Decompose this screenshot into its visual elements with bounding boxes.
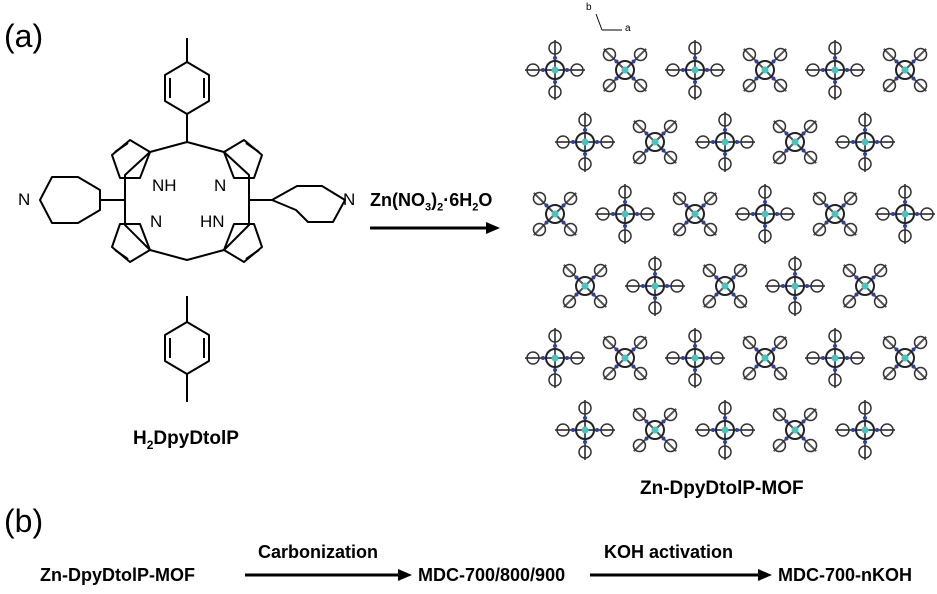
mof-node (665, 40, 725, 100)
mof-node (805, 328, 865, 388)
mof-node (765, 256, 825, 316)
mof-node (602, 47, 648, 93)
mof-node (695, 112, 755, 172)
molecule-name: H2DpyDtolP (133, 428, 239, 452)
mof-node (632, 407, 678, 453)
atom-hn-bottom: HN (200, 212, 225, 232)
panel-b-label: (b) (4, 503, 44, 539)
mof-node (562, 263, 608, 309)
mof-node (772, 407, 818, 453)
scheme-step2-label: KOH activation (604, 542, 734, 562)
mof-node (595, 184, 655, 244)
reagent-label: Zn(NO3)2·6H2O (370, 190, 493, 214)
panel-a-label: (a) (4, 18, 44, 54)
mof-node (632, 119, 678, 165)
mof-node (695, 400, 755, 460)
mof-node (882, 335, 928, 381)
mof-node (525, 328, 585, 388)
scheme-start: Zn-DpyDtolP-MOF (40, 565, 195, 585)
atom-nh-top: NH (152, 176, 177, 196)
mof-node (735, 184, 795, 244)
mof-node (772, 119, 818, 165)
mof-node (665, 328, 725, 388)
mof-node (602, 335, 648, 381)
mof-node (525, 40, 585, 100)
mof-node (805, 40, 865, 100)
axis-a-label: a (625, 23, 631, 34)
scheme-end: MDC-700-nKOH (778, 565, 913, 585)
mof-node (842, 263, 888, 309)
mof-node (672, 191, 718, 237)
atom-n-left: N (18, 190, 31, 209)
mof-node (742, 47, 788, 93)
mof-crystal-structure (525, 40, 935, 460)
scheme-step1-label: Carbonization (258, 542, 378, 562)
mof-label: Zn-DpyDtolP-MOF (640, 478, 804, 499)
mof-node (875, 184, 935, 244)
mof-node (812, 191, 858, 237)
atom-n-bottom: N (150, 212, 163, 232)
atom-n-right: N (343, 190, 356, 209)
mof-node (555, 112, 615, 172)
mof-node (555, 400, 615, 460)
mof-node (742, 335, 788, 381)
mof-node (835, 400, 895, 460)
mof-node (625, 256, 685, 316)
mof-node (702, 263, 748, 309)
mof-node (835, 112, 895, 172)
mof-node (532, 191, 578, 237)
mof-node (882, 47, 928, 93)
scheme-middle: MDC-700/800/900 (418, 565, 566, 585)
axis-b-label: b (586, 2, 592, 13)
atom-n-top: N (214, 176, 227, 196)
